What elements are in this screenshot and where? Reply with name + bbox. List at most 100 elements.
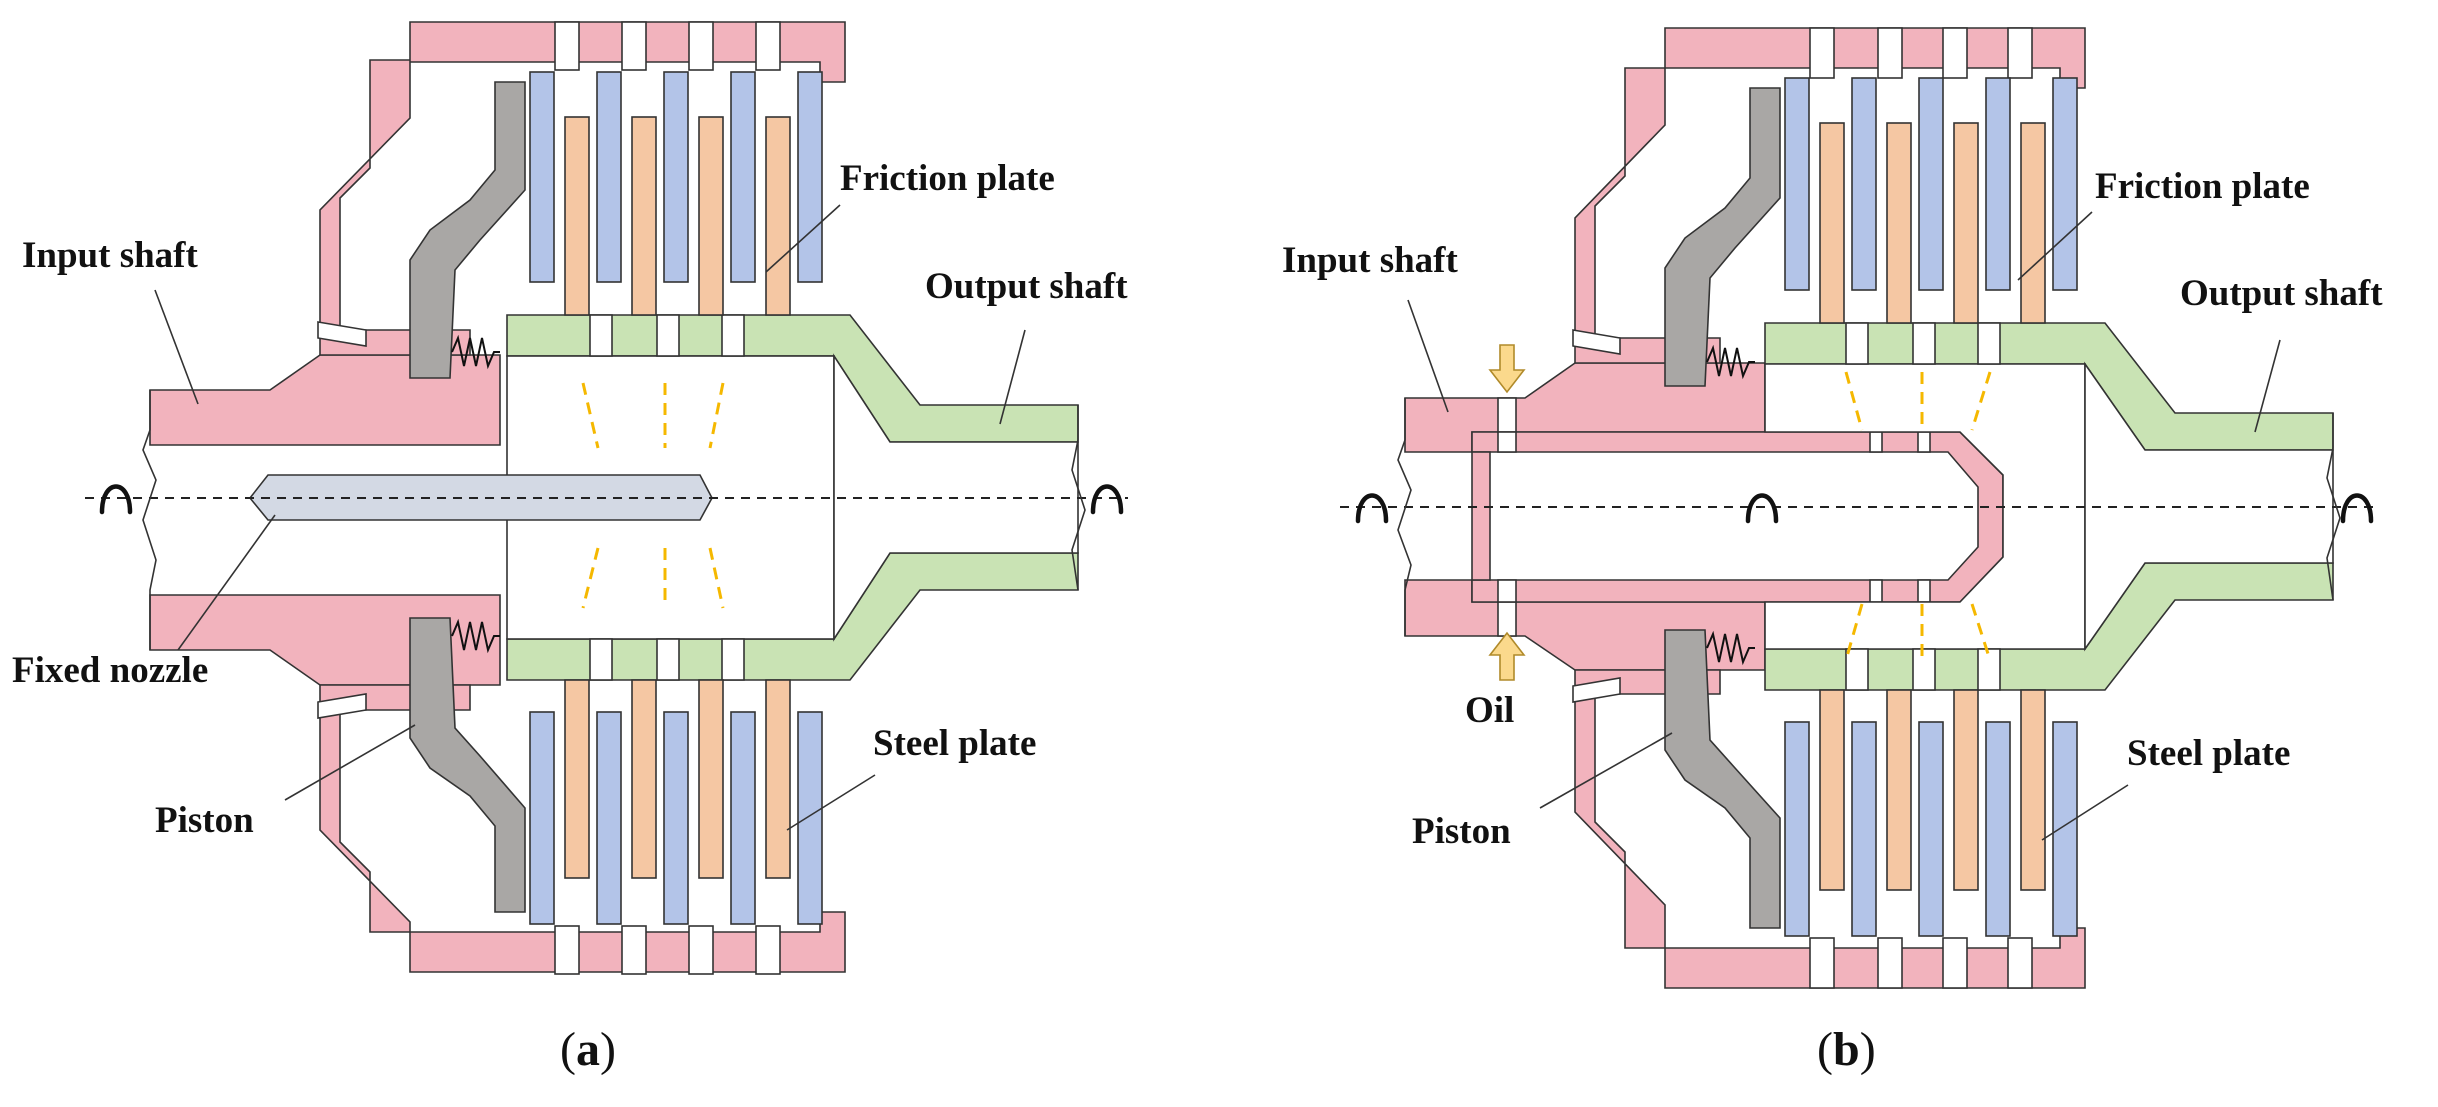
leader-line	[284, 724, 416, 801]
housing-oil-slot	[317, 321, 367, 347]
steel-plate	[663, 71, 689, 283]
clutch-housing-lower	[319, 684, 846, 973]
leader-line	[999, 329, 1026, 425]
friction-plate	[698, 679, 724, 879]
break-line	[1397, 398, 1412, 636]
leader-line	[177, 514, 276, 651]
panel-b: Input shaft Friction plate Output shaft …	[1282, 27, 2383, 1076]
break-line	[142, 390, 157, 650]
spring-icon	[451, 618, 500, 654]
label-input-shaft: Input shaft	[1282, 240, 1459, 281]
hub-oil-holes	[589, 314, 745, 681]
piston	[409, 81, 526, 379]
friction-plate	[2020, 689, 2046, 891]
rotation-arrow-icon	[1745, 493, 1779, 524]
label-output-shaft: Output shaft	[2180, 273, 2383, 314]
fixed-nozzle	[248, 474, 713, 521]
friction-plate	[1819, 122, 1845, 324]
steel-plate	[1784, 77, 1810, 291]
label-steel-plate: Steel plate	[2127, 733, 2290, 774]
label-piston: Piston	[1412, 811, 1511, 852]
leader-line	[2254, 339, 2281, 433]
drum-spline-teeth	[1809, 27, 2033, 989]
oil-spray	[581, 382, 725, 609]
leader-line	[765, 204, 841, 273]
steel-plate	[2052, 721, 2078, 937]
spring-icon	[1706, 344, 1755, 380]
steel-plate	[1851, 721, 1877, 937]
leader-line	[1407, 299, 1449, 413]
steel-plate	[596, 71, 622, 283]
leader-line	[1539, 732, 1673, 809]
plate-pack-lower	[529, 679, 823, 925]
steel-plate	[1985, 77, 2011, 291]
hub-oil-holes	[1845, 322, 2001, 691]
leader-line	[154, 289, 199, 405]
steel-plate	[730, 71, 756, 283]
steel-plate	[797, 711, 823, 925]
steel-plate	[1851, 77, 1877, 291]
oil-tube	[1471, 431, 2004, 603]
clutch-housing-upper	[1574, 27, 2086, 364]
drum-spline-teeth	[554, 21, 781, 975]
clutch-housing-upper	[319, 21, 846, 356]
caption-a: (a)	[560, 1023, 616, 1076]
plate-pack-lower	[1784, 689, 2078, 937]
housing-oil-slot	[1572, 677, 1621, 703]
caption-b: (b)	[1817, 1023, 1876, 1076]
friction-plate	[1819, 689, 1845, 891]
steel-plate	[2052, 77, 2078, 291]
spring-icon	[1706, 630, 1755, 666]
steel-plate	[1918, 721, 1944, 937]
label-oil: Oil	[1465, 690, 1514, 731]
plate-pack-upper	[529, 71, 823, 316]
rotation-arrow-icon	[99, 484, 133, 515]
oil-inlet-holes	[1497, 397, 1517, 637]
friction-plate	[1953, 689, 1979, 891]
friction-plate	[1953, 122, 1979, 324]
clutch-housing-lower	[1574, 669, 2086, 989]
oil-tube-left	[1471, 451, 1491, 581]
steel-plate	[797, 71, 823, 283]
plate-pack-upper	[1784, 77, 2078, 324]
leader-line	[2017, 211, 2093, 281]
housing-oil-slot	[1572, 329, 1621, 355]
tube-oil-holes	[1869, 431, 1931, 603]
label-output-shaft: Output shaft	[925, 266, 1128, 307]
steel-plate	[730, 711, 756, 925]
steel-plate	[596, 711, 622, 925]
piston	[409, 617, 526, 913]
steel-plate	[1784, 721, 1810, 937]
steel-plate	[1985, 721, 2011, 937]
leader-line	[786, 774, 876, 831]
arrow-icon	[1488, 631, 1526, 681]
oil-spray	[1844, 371, 1992, 661]
friction-plate	[765, 116, 791, 316]
spring-icon	[451, 334, 500, 370]
break-line	[1071, 405, 1086, 591]
piston	[1664, 629, 1781, 929]
rotation-arrow-icon	[1090, 484, 1124, 515]
leader-line	[2041, 784, 2129, 841]
friction-plate	[1886, 689, 1912, 891]
label-friction-plate: Friction plate	[2095, 166, 2310, 207]
label-piston: Piston	[155, 800, 254, 841]
label-friction-plate: Friction plate	[840, 158, 1055, 199]
steel-plate	[529, 71, 555, 283]
arrow-icon	[1488, 344, 1526, 394]
rotation-arrow-icon	[2340, 493, 2374, 524]
label-input-shaft: Input shaft	[22, 235, 199, 276]
label-fixed-nozzle: Fixed nozzle	[12, 650, 208, 691]
rotation-arrow-icon	[1355, 493, 1389, 524]
friction-plate	[698, 116, 724, 316]
piston	[1664, 87, 1781, 387]
housing-oil-slot	[317, 693, 367, 719]
friction-plate	[631, 679, 657, 879]
panel-a: Input shaft Friction plate Output shaft …	[12, 21, 1128, 1076]
break-line	[2326, 413, 2341, 601]
friction-plate	[765, 679, 791, 879]
label-steel-plate: Steel plate	[873, 723, 1036, 764]
steel-plate	[663, 711, 689, 925]
